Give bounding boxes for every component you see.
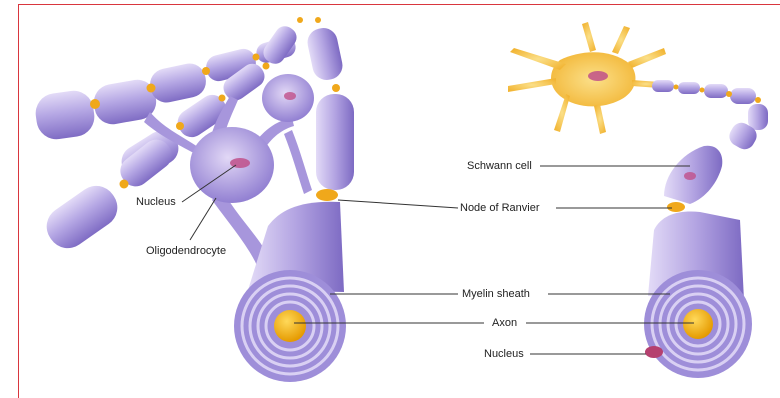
schwann-group bbox=[508, 22, 768, 378]
pns-axon-cross-section bbox=[644, 212, 752, 378]
node-of-ranvier-left bbox=[316, 189, 338, 201]
myelinated-axon-lower bbox=[39, 134, 177, 256]
label-nucleus-left: Nucleus bbox=[136, 196, 176, 209]
schwann-nucleus bbox=[645, 346, 663, 358]
oligodendrocyte-group bbox=[33, 17, 354, 382]
neuron-cell-body bbox=[508, 22, 666, 134]
label-myelin-sheath: Myelin sheath bbox=[462, 288, 530, 301]
label-oligodendrocyte: Oligodendrocyte bbox=[146, 245, 226, 258]
label-axon: Axon bbox=[492, 317, 517, 330]
label-node-of-ranvier: Node of Ranvier bbox=[460, 202, 540, 215]
myelinated-axon-right bbox=[305, 25, 354, 201]
node-of-ranvier-right bbox=[667, 202, 685, 212]
label-schwann-cell: Schwann cell bbox=[467, 160, 532, 173]
label-nucleus-right: Nucleus bbox=[484, 348, 524, 361]
pns-myelinated-axon bbox=[652, 80, 768, 153]
cns-axon-core bbox=[274, 310, 306, 342]
node-of-ranvier-mark bbox=[90, 99, 100, 109]
neuron-nucleus bbox=[588, 71, 608, 81]
cns-axon-cross-section bbox=[234, 202, 346, 382]
pns-axon-core bbox=[683, 309, 713, 339]
